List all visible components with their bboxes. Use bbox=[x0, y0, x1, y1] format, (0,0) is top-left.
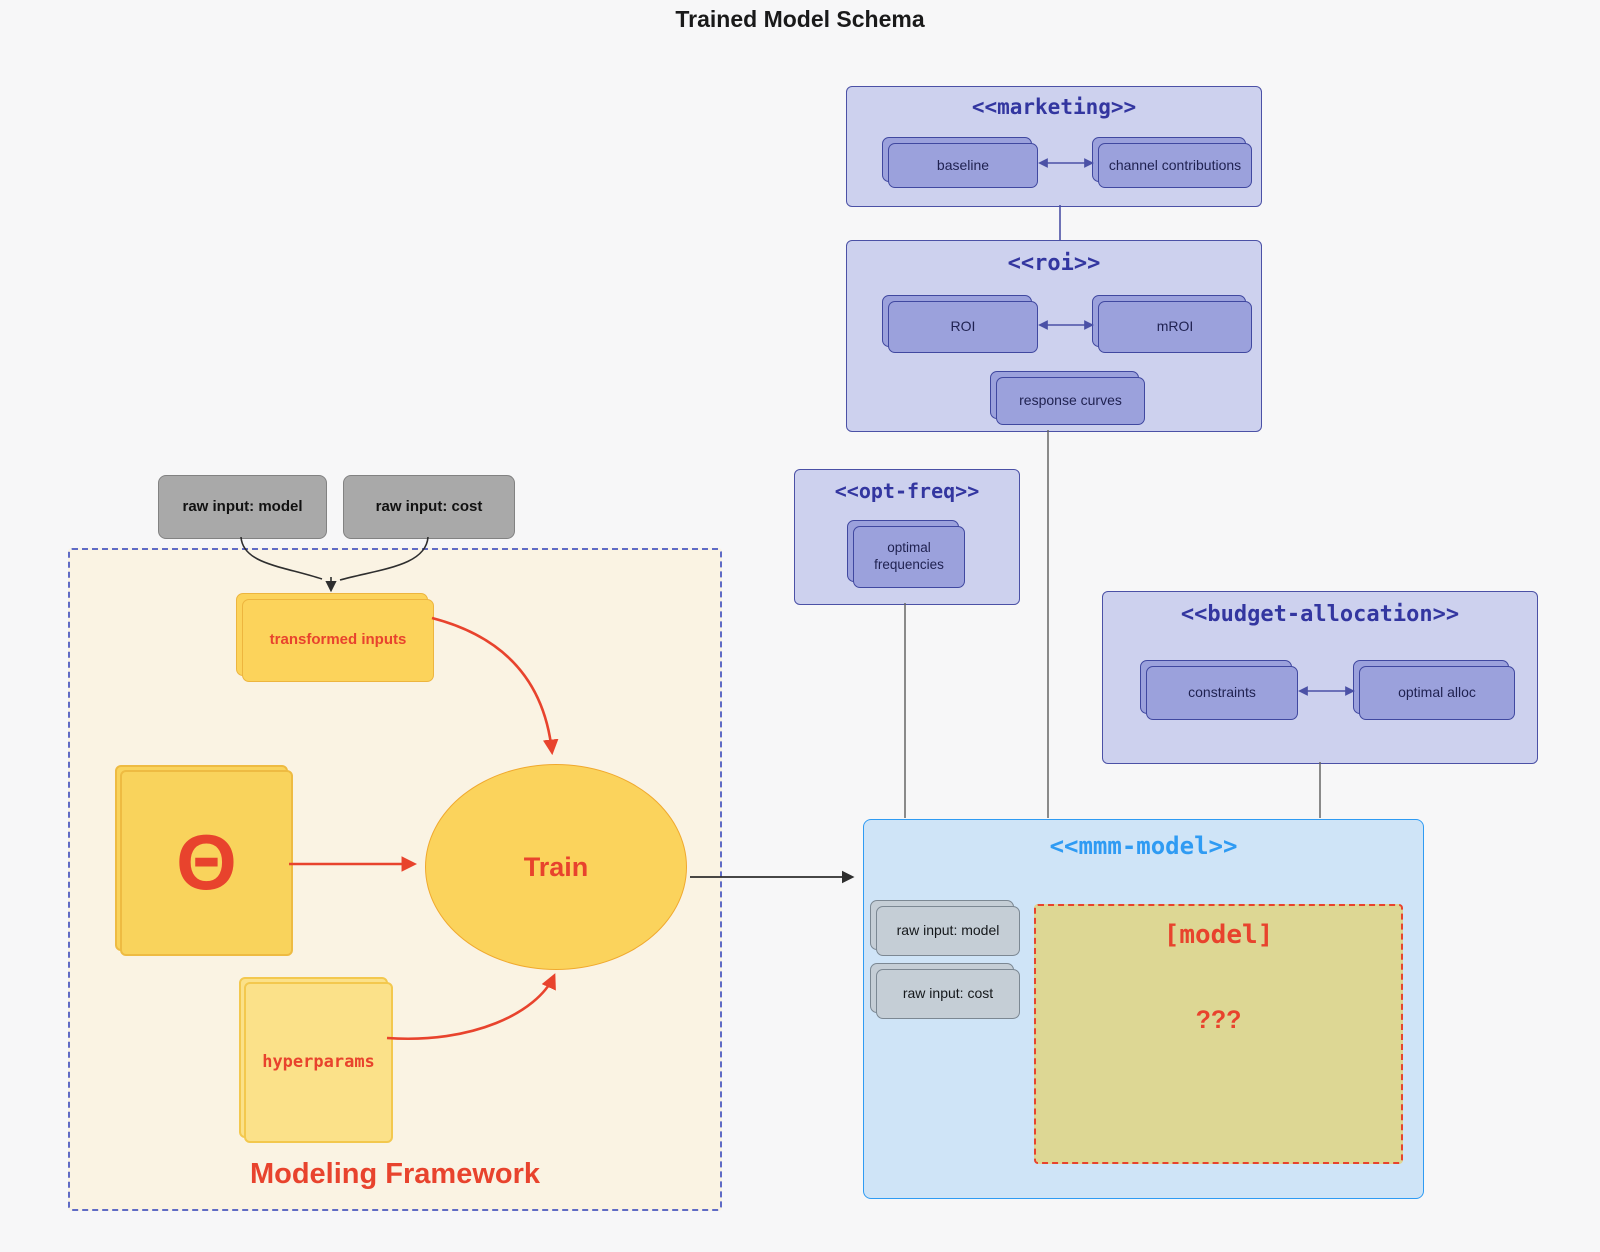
model-box-question-marks: ??? bbox=[1195, 1006, 1242, 1034]
group-roi: <<roi>> ROI mROI response curves bbox=[846, 240, 1262, 432]
node-response-curves: response curves bbox=[990, 371, 1145, 425]
group-budget-allocation-title: <<budget-allocation>> bbox=[1180, 602, 1460, 627]
node-raw-input-cost: raw input: cost bbox=[337, 469, 515, 539]
group-roi-title: <<roi>> bbox=[1007, 251, 1101, 276]
group-mmm-model-title: <<mmm-model>> bbox=[1049, 832, 1238, 860]
group-mmm-model: <<mmm-model>> raw input: model raw input… bbox=[863, 819, 1424, 1199]
modeling-framework-label: Modeling Framework bbox=[249, 1158, 541, 1190]
node-hyperparams: hyperparams bbox=[239, 977, 393, 1143]
node-transformed-inputs: transformed inputs bbox=[236, 593, 434, 682]
group-marketing: <<marketing>> baseline channel contribut… bbox=[846, 86, 1262, 207]
node-constraints: constraints bbox=[1140, 660, 1298, 720]
node-mmm-raw-input-cost: raw input: cost bbox=[870, 963, 1020, 1019]
model-placeholder-box: [model] ??? bbox=[1034, 904, 1403, 1164]
group-opt-freq-title: <<opt-freq>> bbox=[834, 479, 980, 503]
node-channel-contributions: channel contributions bbox=[1092, 137, 1252, 188]
node-roi: ROI bbox=[882, 295, 1038, 353]
node-optimal-alloc: optimal alloc bbox=[1353, 660, 1515, 720]
diagram-title: Trained Model Schema bbox=[675, 6, 925, 32]
group-marketing-title: <<marketing>> bbox=[971, 95, 1137, 119]
node-mroi: mROI bbox=[1092, 295, 1252, 353]
node-optimal-frequencies: optimal frequencies bbox=[847, 520, 965, 588]
node-raw-input-model: raw input: model bbox=[152, 469, 327, 539]
group-modeling-framework: transformed inputs Θ Train hyperparams M… bbox=[68, 548, 722, 1211]
node-baseline: baseline bbox=[882, 137, 1038, 188]
group-budget-allocation: <<budget-allocation>> constraints optima… bbox=[1102, 591, 1538, 764]
group-opt-freq: <<opt-freq>> optimal frequencies bbox=[794, 469, 1020, 605]
node-mmm-raw-input-model: raw input: model bbox=[870, 900, 1020, 956]
node-train: Train bbox=[425, 764, 687, 970]
node-theta: Θ bbox=[115, 765, 293, 956]
model-box-label: [model] bbox=[1163, 920, 1274, 950]
